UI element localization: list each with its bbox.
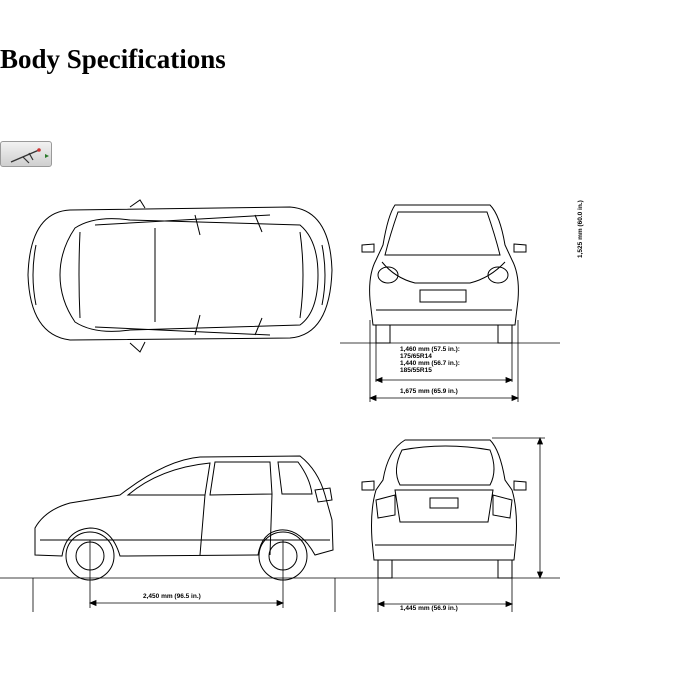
height-dimension-label: 1,525 mm (60.0 in.) — [577, 200, 584, 258]
width-dimension-label: 1,675 mm (65.9 in.) — [400, 388, 458, 395]
front-tire-label-1: 175/65R14 — [400, 353, 432, 360]
car-side-view — [34, 455, 334, 581]
page-title: Body Specifications — [0, 44, 226, 74]
car-top-view — [27, 199, 333, 353]
car-front-view — [361, 204, 527, 344]
front-track-label-1: 1,460 mm (57.5 in.): — [400, 346, 460, 353]
front-track-label-2: 1,440 mm (56.7 in.): — [400, 360, 460, 367]
car-rear-view — [361, 439, 527, 579]
rear-track-dimension-label: 1,445 mm (56.9 in.) — [400, 605, 458, 612]
drafting-compass-icon — [10, 148, 49, 164]
wheelbase-dimension-label: 2,450 mm (96.5 in.) — [143, 593, 201, 600]
dimension-lines — [0, 320, 560, 612]
diagram-media-button[interactable] — [0, 141, 52, 167]
front-tire-label-2: 185/55R15 — [400, 367, 432, 374]
